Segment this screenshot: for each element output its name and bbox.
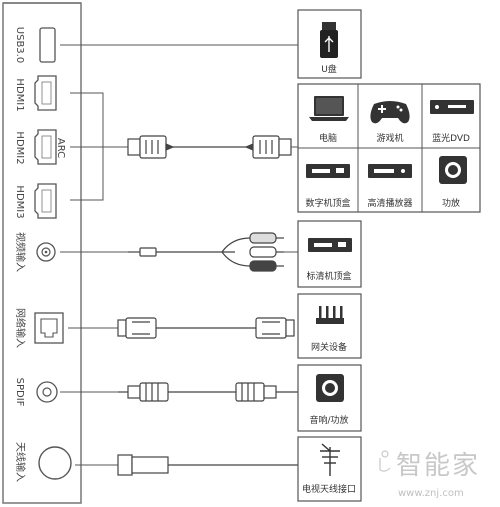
port-label-hdmi1: HDMI1: [14, 78, 25, 111]
udisk-box: U盘: [297, 9, 362, 79]
port-label-usb: USB3.0: [14, 27, 25, 63]
hd-player-label: 高清播放器: [367, 197, 412, 209]
audio-amp-box: 音响/功放: [297, 364, 362, 432]
antenna-icon: [320, 443, 340, 476]
laptop-icon: [309, 96, 349, 121]
hdmi-cable: [127, 135, 292, 159]
gateway-label: 网关设备: [311, 341, 347, 353]
amplifier-label: 功放: [442, 197, 460, 209]
router-icon: [316, 306, 344, 324]
watermark-logo: [379, 450, 391, 472]
bluray-player-icon: [430, 100, 474, 114]
set-top-box-icon: [306, 164, 350, 178]
udisk-label: U盘: [321, 63, 337, 75]
hdmi2-port: [34, 129, 57, 165]
watermark: 智能家 www.znj.com: [379, 450, 480, 499]
port-label-av: 视频输入: [14, 232, 27, 272]
arc-label: ARC: [55, 138, 66, 158]
spdif-port: [36, 381, 58, 403]
computer-label: 电脑: [319, 132, 337, 144]
hdmi1-port: [34, 75, 57, 111]
hdmi3-port: [34, 183, 57, 219]
port-label-lan: 网络输入: [14, 308, 27, 348]
set-top-box-icon: [308, 238, 352, 252]
watermark-brand: 智能家: [396, 451, 480, 481]
av-cable: [128, 232, 284, 272]
sd-stb-box: 标清机顶盒: [297, 220, 362, 288]
digital-stb-label: 数字机顶盒: [305, 197, 350, 209]
amplifier-icon: [439, 156, 467, 184]
hdmi-devices-grid: 电脑 游戏机 蓝光DVD 数字机顶盒 高清播放器: [297, 83, 481, 213]
port-label-antenna: 天线输入: [14, 442, 27, 482]
tv-antenna-label: 电视天线接口: [302, 483, 356, 495]
lan-port: [34, 312, 64, 344]
udisk-icon: [320, 22, 338, 58]
gamepad-label: 游戏机: [376, 132, 403, 144]
gamepad-icon: [370, 101, 410, 124]
media-player-icon: [368, 164, 412, 178]
port-label-hdmi2: HDMI2: [14, 131, 25, 164]
av-port: [36, 242, 56, 262]
port-label-spdif: SPDIF: [14, 378, 25, 407]
bluray-label: 蓝光DVD: [432, 132, 470, 144]
audio-amp-label: 音响/功放: [309, 414, 348, 426]
watermark-url: www.znj.com: [398, 488, 464, 499]
spdif-cable: [118, 382, 298, 402]
sd-stb-label: 标清机顶盒: [306, 270, 351, 282]
port-label-hdmi3: HDMI3: [14, 185, 25, 218]
speaker-icon: [316, 374, 344, 402]
usb-port: [39, 27, 56, 63]
tv-antenna-box: 电视天线接口: [297, 436, 362, 502]
gateway-box: 网关设备: [297, 293, 362, 359]
antenna-cable: [117, 454, 298, 476]
lan-cable: [117, 317, 295, 339]
antenna-port: [38, 446, 72, 480]
